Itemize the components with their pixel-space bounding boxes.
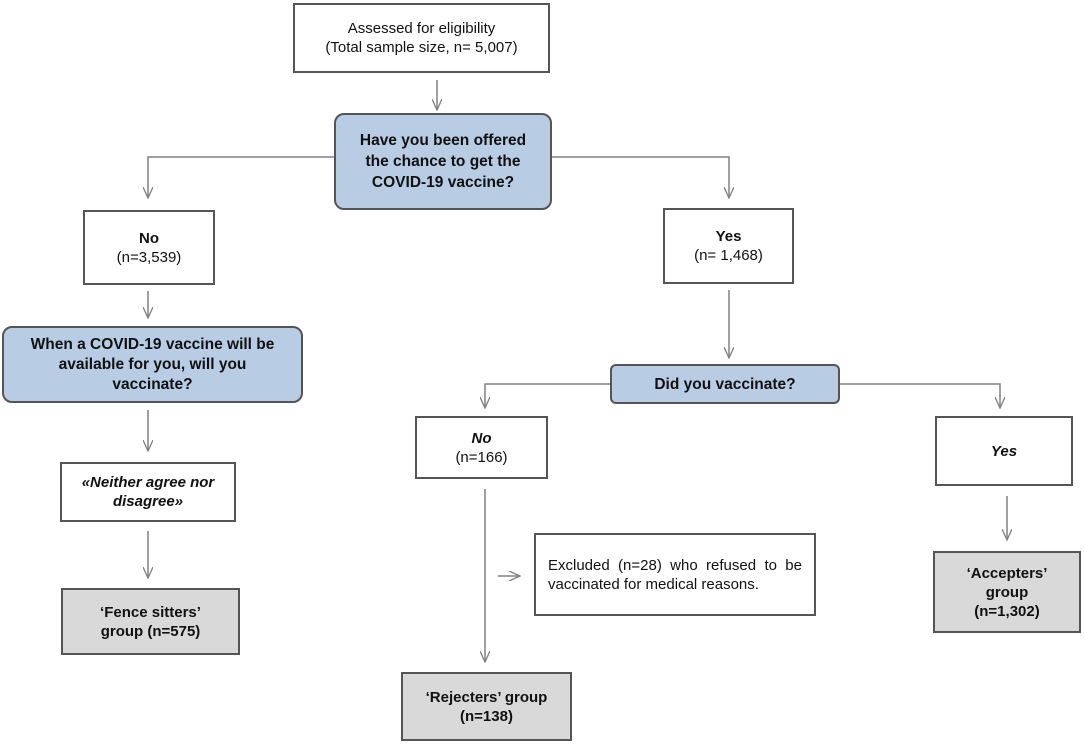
no-vaccinated-title: No bbox=[471, 429, 492, 447]
vaccinate-question-label: Did you vaccinate? bbox=[654, 375, 796, 393]
yes-offered-count: (n= 1,468) bbox=[694, 247, 763, 264]
no-offered-count: (n=3,539) bbox=[116, 248, 182, 266]
no-vaccinated-count: (n=166) bbox=[455, 448, 508, 466]
available-question-box: When a COVID-19 vaccine will be availabl… bbox=[2, 326, 303, 403]
neither-box: «Neither agree nor disagree» bbox=[60, 462, 236, 522]
arrow-question-to-no bbox=[148, 156, 334, 198]
offered-question-line3: COVID-19 vaccine? bbox=[371, 174, 515, 191]
arrow-question-to-yes bbox=[552, 156, 729, 198]
available-question-line3: vaccinate? bbox=[112, 375, 193, 393]
yes-offered-box: Yes (n= 1,468) bbox=[663, 208, 794, 284]
arrow-vaccinate-to-yes bbox=[840, 383, 1000, 408]
neither-line2: disagree» bbox=[112, 493, 184, 510]
available-question-line2: available for you, will you bbox=[58, 355, 247, 373]
eligibility-box: Assessed for eligibility (Total sample s… bbox=[293, 3, 550, 73]
fence-sitters-line2: group (n=575) bbox=[100, 622, 201, 640]
eligibility-line1: Assessed for eligibility bbox=[347, 20, 496, 37]
excluded-box: Excluded (n=28) who refused to be vaccin… bbox=[534, 533, 816, 616]
no-offered-title: No bbox=[139, 229, 159, 247]
eligibility-line2: (Total sample size, n= 5,007) bbox=[325, 39, 518, 56]
neither-line1: «Neither agree nor bbox=[81, 474, 215, 491]
offered-question-line2: the chance to get the bbox=[365, 153, 521, 170]
yes-offered-title: Yes bbox=[715, 228, 742, 245]
rejecters-line2: (n=138) bbox=[460, 707, 513, 725]
accepters-line1: ‘Accepters’ bbox=[966, 564, 1048, 582]
accepters-line3: (n=1,302) bbox=[974, 602, 1040, 620]
offered-question-line1: Have you been offered bbox=[359, 132, 527, 149]
available-question-line1: When a COVID-19 vaccine will be bbox=[30, 335, 275, 353]
rejecters-line1: ‘Rejecters’ group bbox=[425, 688, 548, 706]
yes-vaccinated-title: Yes bbox=[990, 442, 1018, 460]
rejecters-box: ‘Rejecters’ group (n=138) bbox=[401, 672, 572, 741]
arrow-vaccinate-to-no bbox=[485, 383, 610, 408]
excluded-text: Excluded (n=28) who refused to be vaccin… bbox=[548, 556, 802, 593]
fence-sitters-box: ‘Fence sitters’ group (n=575) bbox=[61, 588, 240, 655]
no-vaccinated-box: No (n=166) bbox=[415, 416, 548, 479]
vaccinate-question-box: Did you vaccinate? bbox=[610, 364, 840, 404]
no-offered-box: No (n=3,539) bbox=[83, 210, 215, 285]
accepters-box: ‘Accepters’ group (n=1,302) bbox=[933, 551, 1081, 633]
yes-vaccinated-box: Yes bbox=[935, 416, 1073, 486]
accepters-line2: group bbox=[985, 583, 1029, 601]
fence-sitters-line1: ‘Fence sitters’ bbox=[100, 603, 201, 621]
offered-question-box: Have you been offered the chance to get … bbox=[334, 113, 552, 210]
